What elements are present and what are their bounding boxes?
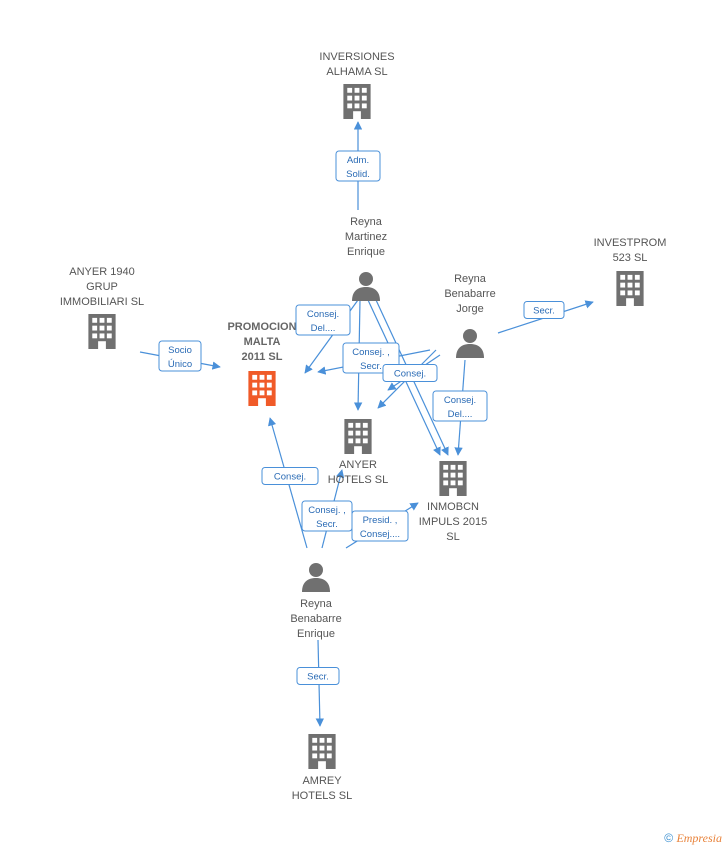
node-inversiones[interactable]: INVERSIONES ALHAMA SL bbox=[319, 51, 395, 119]
person-icon bbox=[456, 329, 484, 358]
node-label: Martinez bbox=[345, 231, 387, 243]
edge-badge-label: Del.... bbox=[448, 409, 473, 420]
person-icon bbox=[302, 563, 330, 592]
node-label: Reyna bbox=[300, 598, 333, 610]
edge-badge-label: Único bbox=[168, 359, 192, 370]
node-promocion[interactable]: PROMOCION MALTA 2011 SL bbox=[227, 321, 297, 406]
footer-brand: © Empresia bbox=[664, 831, 722, 846]
edge-badge-label: Consej. bbox=[444, 395, 476, 406]
edge-badge-label: Solid. bbox=[346, 169, 370, 180]
node-label: INMOBCN bbox=[427, 501, 479, 513]
edge-badge-label: Consej. bbox=[274, 472, 306, 483]
edge-badge-label: Presid. , bbox=[363, 515, 398, 526]
edge-badge[interactable]: Adm. Solid. bbox=[335, 150, 381, 182]
copyright-icon: © bbox=[664, 831, 674, 845]
badges-layer: Adm.Solid.SocioÚnicoSecr.Consej.Del....C… bbox=[158, 150, 565, 685]
node-label: HOTELS SL bbox=[328, 474, 389, 486]
edge-badge[interactable]: Secr. bbox=[296, 667, 340, 685]
node-label: GRUP bbox=[86, 281, 118, 293]
edge-badge[interactable]: Presid. , Consej.... bbox=[351, 510, 409, 542]
node-label: ALHAMA SL bbox=[326, 66, 387, 78]
edge-badge-label: Consej. bbox=[307, 309, 339, 320]
building-icon bbox=[616, 271, 644, 306]
node-label: AMREY bbox=[302, 775, 342, 787]
node-label: INVESTPROM bbox=[594, 237, 667, 249]
node-label: 2011 SL bbox=[242, 351, 283, 363]
node-label: Reyna bbox=[454, 273, 487, 285]
node-label: Enrique bbox=[297, 628, 335, 640]
node-label: ANYER bbox=[339, 459, 377, 471]
node-investprom[interactable]: INVESTPROM 523 SL bbox=[594, 237, 667, 306]
node-label: Benabarre bbox=[444, 288, 495, 300]
edge-badge[interactable]: Consej. Del.... bbox=[432, 390, 488, 422]
building-icon bbox=[308, 734, 336, 769]
building-icon bbox=[248, 371, 276, 406]
node-label: 523 SL bbox=[613, 252, 648, 264]
building-icon bbox=[343, 84, 371, 119]
edge-badge-label: Consej. , bbox=[352, 347, 390, 358]
node-label: Jorge bbox=[456, 303, 484, 315]
edge-badge-label: Adm. bbox=[347, 155, 369, 166]
building-icon bbox=[88, 314, 116, 349]
edge-badge[interactable]: Consej. Del.... bbox=[295, 304, 351, 336]
edge-badge[interactable]: Secr. bbox=[523, 301, 565, 319]
edge-badge-label: Consej. bbox=[394, 369, 426, 380]
node-label: IMPULS 2015 bbox=[419, 516, 487, 528]
node-label: IMMOBILIARI SL bbox=[60, 296, 144, 308]
brand-logo: Empresia bbox=[676, 831, 722, 845]
node-label: MALTA bbox=[244, 336, 281, 348]
node-label: Benabarre bbox=[290, 613, 341, 625]
node-label: INVERSIONES bbox=[319, 51, 394, 63]
edge-badge-label: Secr. bbox=[307, 672, 329, 683]
node-label: Reyna bbox=[350, 216, 383, 228]
building-icon bbox=[439, 461, 467, 496]
edge-badge-label: Consej.... bbox=[360, 529, 400, 540]
node-label: Enrique bbox=[347, 246, 385, 258]
node-label: SL bbox=[446, 531, 459, 543]
edge-badge[interactable]: Consej. bbox=[261, 467, 319, 485]
edge-badge[interactable]: Consej. , Secr. bbox=[301, 500, 353, 532]
edge-badge-label: Socio bbox=[168, 345, 192, 356]
person-icon bbox=[352, 272, 380, 301]
node-label: HOTELS SL bbox=[292, 790, 353, 802]
edge-badge[interactable]: Consej. bbox=[382, 364, 438, 382]
node-label: PROMOCION bbox=[227, 321, 296, 333]
edge-badge-label: Consej. , bbox=[308, 505, 346, 516]
node-anyerhotels[interactable]: ANYER HOTELS SL bbox=[328, 419, 389, 486]
edge-badge-label: Secr. bbox=[533, 306, 555, 317]
edge-badge-label: Secr. bbox=[360, 361, 382, 372]
node-amrey[interactable]: AMREY HOTELS SL bbox=[292, 734, 353, 802]
node-label: ANYER 1940 bbox=[69, 266, 134, 278]
building-icon bbox=[344, 419, 372, 454]
edge-badge-label: Del.... bbox=[311, 323, 336, 334]
edge-badge-label: Secr. bbox=[316, 519, 338, 530]
